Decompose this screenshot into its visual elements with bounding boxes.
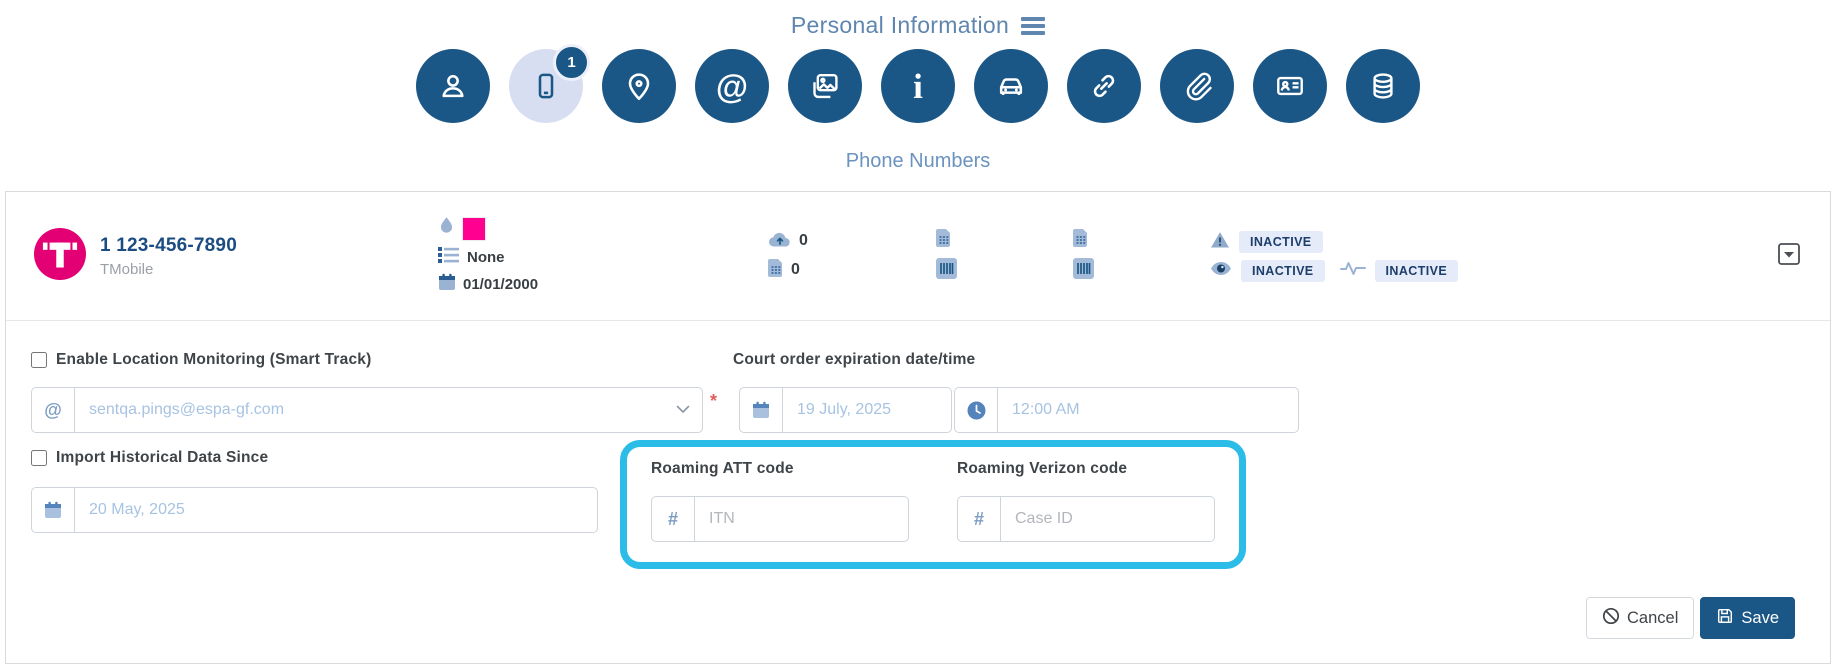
phone-number[interactable]: 1 123-456-7890 bbox=[100, 234, 237, 256]
page-header: Personal Information bbox=[0, 0, 1836, 39]
hash-prefix-icon: # bbox=[958, 497, 1001, 541]
list-icon bbox=[438, 246, 460, 268]
hash-prefix-icon: # bbox=[652, 497, 695, 541]
user-icon bbox=[435, 68, 471, 104]
car-icon bbox=[992, 67, 1030, 105]
enable-location-checkbox-row[interactable]: Enable Location Monitoring (Smart Track) bbox=[31, 351, 731, 369]
cancel-button[interactable]: Cancel bbox=[1586, 597, 1695, 639]
pulse-icon bbox=[1339, 260, 1366, 281]
tab-vehicle[interactable] bbox=[974, 49, 1048, 123]
cloud-upload-count: 0 bbox=[799, 232, 808, 249]
save-icon bbox=[1716, 607, 1734, 630]
at-icon: @ bbox=[715, 67, 749, 105]
roaming-att-input[interactable] bbox=[695, 510, 908, 528]
water-drop-icon bbox=[438, 216, 455, 241]
calendar-icon bbox=[438, 273, 456, 296]
status-badge: INACTIVE bbox=[1239, 231, 1323, 253]
paperclip-icon bbox=[1179, 68, 1215, 104]
tab-identification[interactable] bbox=[1253, 49, 1327, 123]
roaming-codes-highlight-section: Roaming ATT code # Roaming Verizon code … bbox=[620, 440, 1246, 569]
roaming-verizon-input[interactable] bbox=[1001, 510, 1214, 528]
tab-links[interactable] bbox=[1067, 49, 1141, 123]
import-historical-checkbox-row[interactable]: Import Historical Data Since bbox=[31, 449, 598, 467]
roaming-att-field[interactable]: # bbox=[651, 496, 909, 542]
tab-media[interactable] bbox=[788, 49, 862, 123]
collapse-card-button[interactable] bbox=[1776, 242, 1802, 271]
id-card-icon bbox=[1271, 67, 1309, 105]
sim-card-icon bbox=[1073, 228, 1089, 253]
import-historical-checkbox[interactable] bbox=[31, 450, 47, 466]
phone-card-header: 1 123-456-7890 TMobile None bbox=[6, 192, 1830, 321]
carrier-block: 1 123-456-7890 TMobile bbox=[34, 227, 438, 285]
save-button-label: Save bbox=[1741, 608, 1779, 627]
notification-email-value: sentqa.pings@espa-gf.com bbox=[89, 401, 285, 418]
database-icon bbox=[1365, 68, 1401, 104]
tab-locations[interactable] bbox=[602, 49, 676, 123]
calendar-prefix-icon bbox=[740, 388, 784, 432]
cancel-icon bbox=[1602, 607, 1620, 630]
section-tabs: 1 @ i bbox=[0, 44, 1836, 123]
menu-icon[interactable] bbox=[1021, 16, 1046, 35]
roaming-verizon-field[interactable]: # bbox=[957, 496, 1215, 542]
sim-card-icon bbox=[768, 258, 784, 283]
images-icon bbox=[807, 68, 843, 104]
save-button[interactable]: Save bbox=[1700, 597, 1795, 639]
chevron-down-icon bbox=[676, 401, 690, 419]
required-marker: * bbox=[710, 391, 718, 411]
import-date-field[interactable] bbox=[31, 487, 598, 533]
phone-card-form: Enable Location Monitoring (Smart Track)… bbox=[6, 321, 1830, 663]
court-order-time-field[interactable] bbox=[954, 387, 1300, 433]
warning-icon bbox=[1210, 231, 1230, 254]
collapse-icon bbox=[1777, 242, 1801, 271]
activation-date: 01/01/2000 bbox=[463, 276, 539, 293]
status-badges-column: INACTIVE INACTIVE INACTIVE bbox=[1210, 231, 1459, 282]
court-order-label: Court order expiration date/time bbox=[733, 351, 976, 368]
tab-info[interactable]: i bbox=[881, 49, 955, 123]
info-icon: i bbox=[913, 66, 923, 106]
court-order-date-input[interactable] bbox=[783, 401, 952, 419]
tab-phone-numbers[interactable]: 1 bbox=[509, 44, 590, 123]
court-order-date-field[interactable] bbox=[739, 387, 953, 433]
mobile-icon bbox=[528, 68, 564, 104]
tab-email[interactable]: @ bbox=[695, 49, 769, 123]
plan-value: None bbox=[467, 248, 505, 266]
enable-location-checkbox[interactable] bbox=[31, 352, 47, 368]
status-color-swatch bbox=[462, 216, 486, 241]
barcode-icon bbox=[936, 258, 957, 284]
cancel-button-label: Cancel bbox=[1627, 608, 1679, 627]
roaming-att-label: Roaming ATT code bbox=[651, 460, 794, 477]
carrier-name: TMobile bbox=[100, 260, 154, 278]
tab-personal-info[interactable] bbox=[416, 49, 490, 123]
notification-email-select[interactable]: @ sentqa.pings@espa-gf.com bbox=[31, 387, 703, 433]
sim-count: 0 bbox=[791, 261, 800, 278]
import-date-input[interactable] bbox=[75, 501, 597, 519]
link-icon bbox=[1086, 68, 1122, 104]
eye-icon bbox=[1210, 261, 1232, 281]
status-badge: INACTIVE bbox=[1241, 259, 1325, 282]
enable-location-label: Enable Location Monitoring (Smart Track) bbox=[56, 351, 372, 368]
upload-counts-column: 0 0 bbox=[768, 230, 936, 283]
clock-prefix-icon bbox=[955, 388, 999, 432]
import-historical-label: Import Historical Data Since bbox=[56, 449, 269, 466]
phone-tab-count-badge: 1 bbox=[553, 44, 590, 81]
court-order-time-input[interactable] bbox=[998, 401, 1299, 419]
sim-column-1 bbox=[936, 228, 1073, 284]
tab-data[interactable] bbox=[1346, 49, 1420, 123]
page-title: Personal Information bbox=[790, 12, 1010, 38]
barcode-icon bbox=[1073, 258, 1094, 284]
cloud-upload-icon bbox=[768, 230, 792, 253]
section-title: Phone Numbers bbox=[845, 150, 991, 172]
tab-attachments[interactable] bbox=[1160, 49, 1234, 123]
location-pin-icon bbox=[621, 68, 657, 104]
tmobile-logo bbox=[34, 227, 86, 285]
sim-card-icon bbox=[936, 228, 952, 253]
phone-number-card: 1 123-456-7890 TMobile None bbox=[5, 191, 1831, 664]
phone-status-column: None 01/01/2000 bbox=[438, 216, 768, 296]
status-badge: INACTIVE bbox=[1374, 259, 1459, 282]
roaming-verizon-label: Roaming Verizon code bbox=[957, 460, 1128, 477]
calendar-prefix-icon bbox=[32, 488, 75, 532]
sim-column-2 bbox=[1073, 228, 1210, 284]
at-prefix-icon: @ bbox=[32, 388, 75, 432]
